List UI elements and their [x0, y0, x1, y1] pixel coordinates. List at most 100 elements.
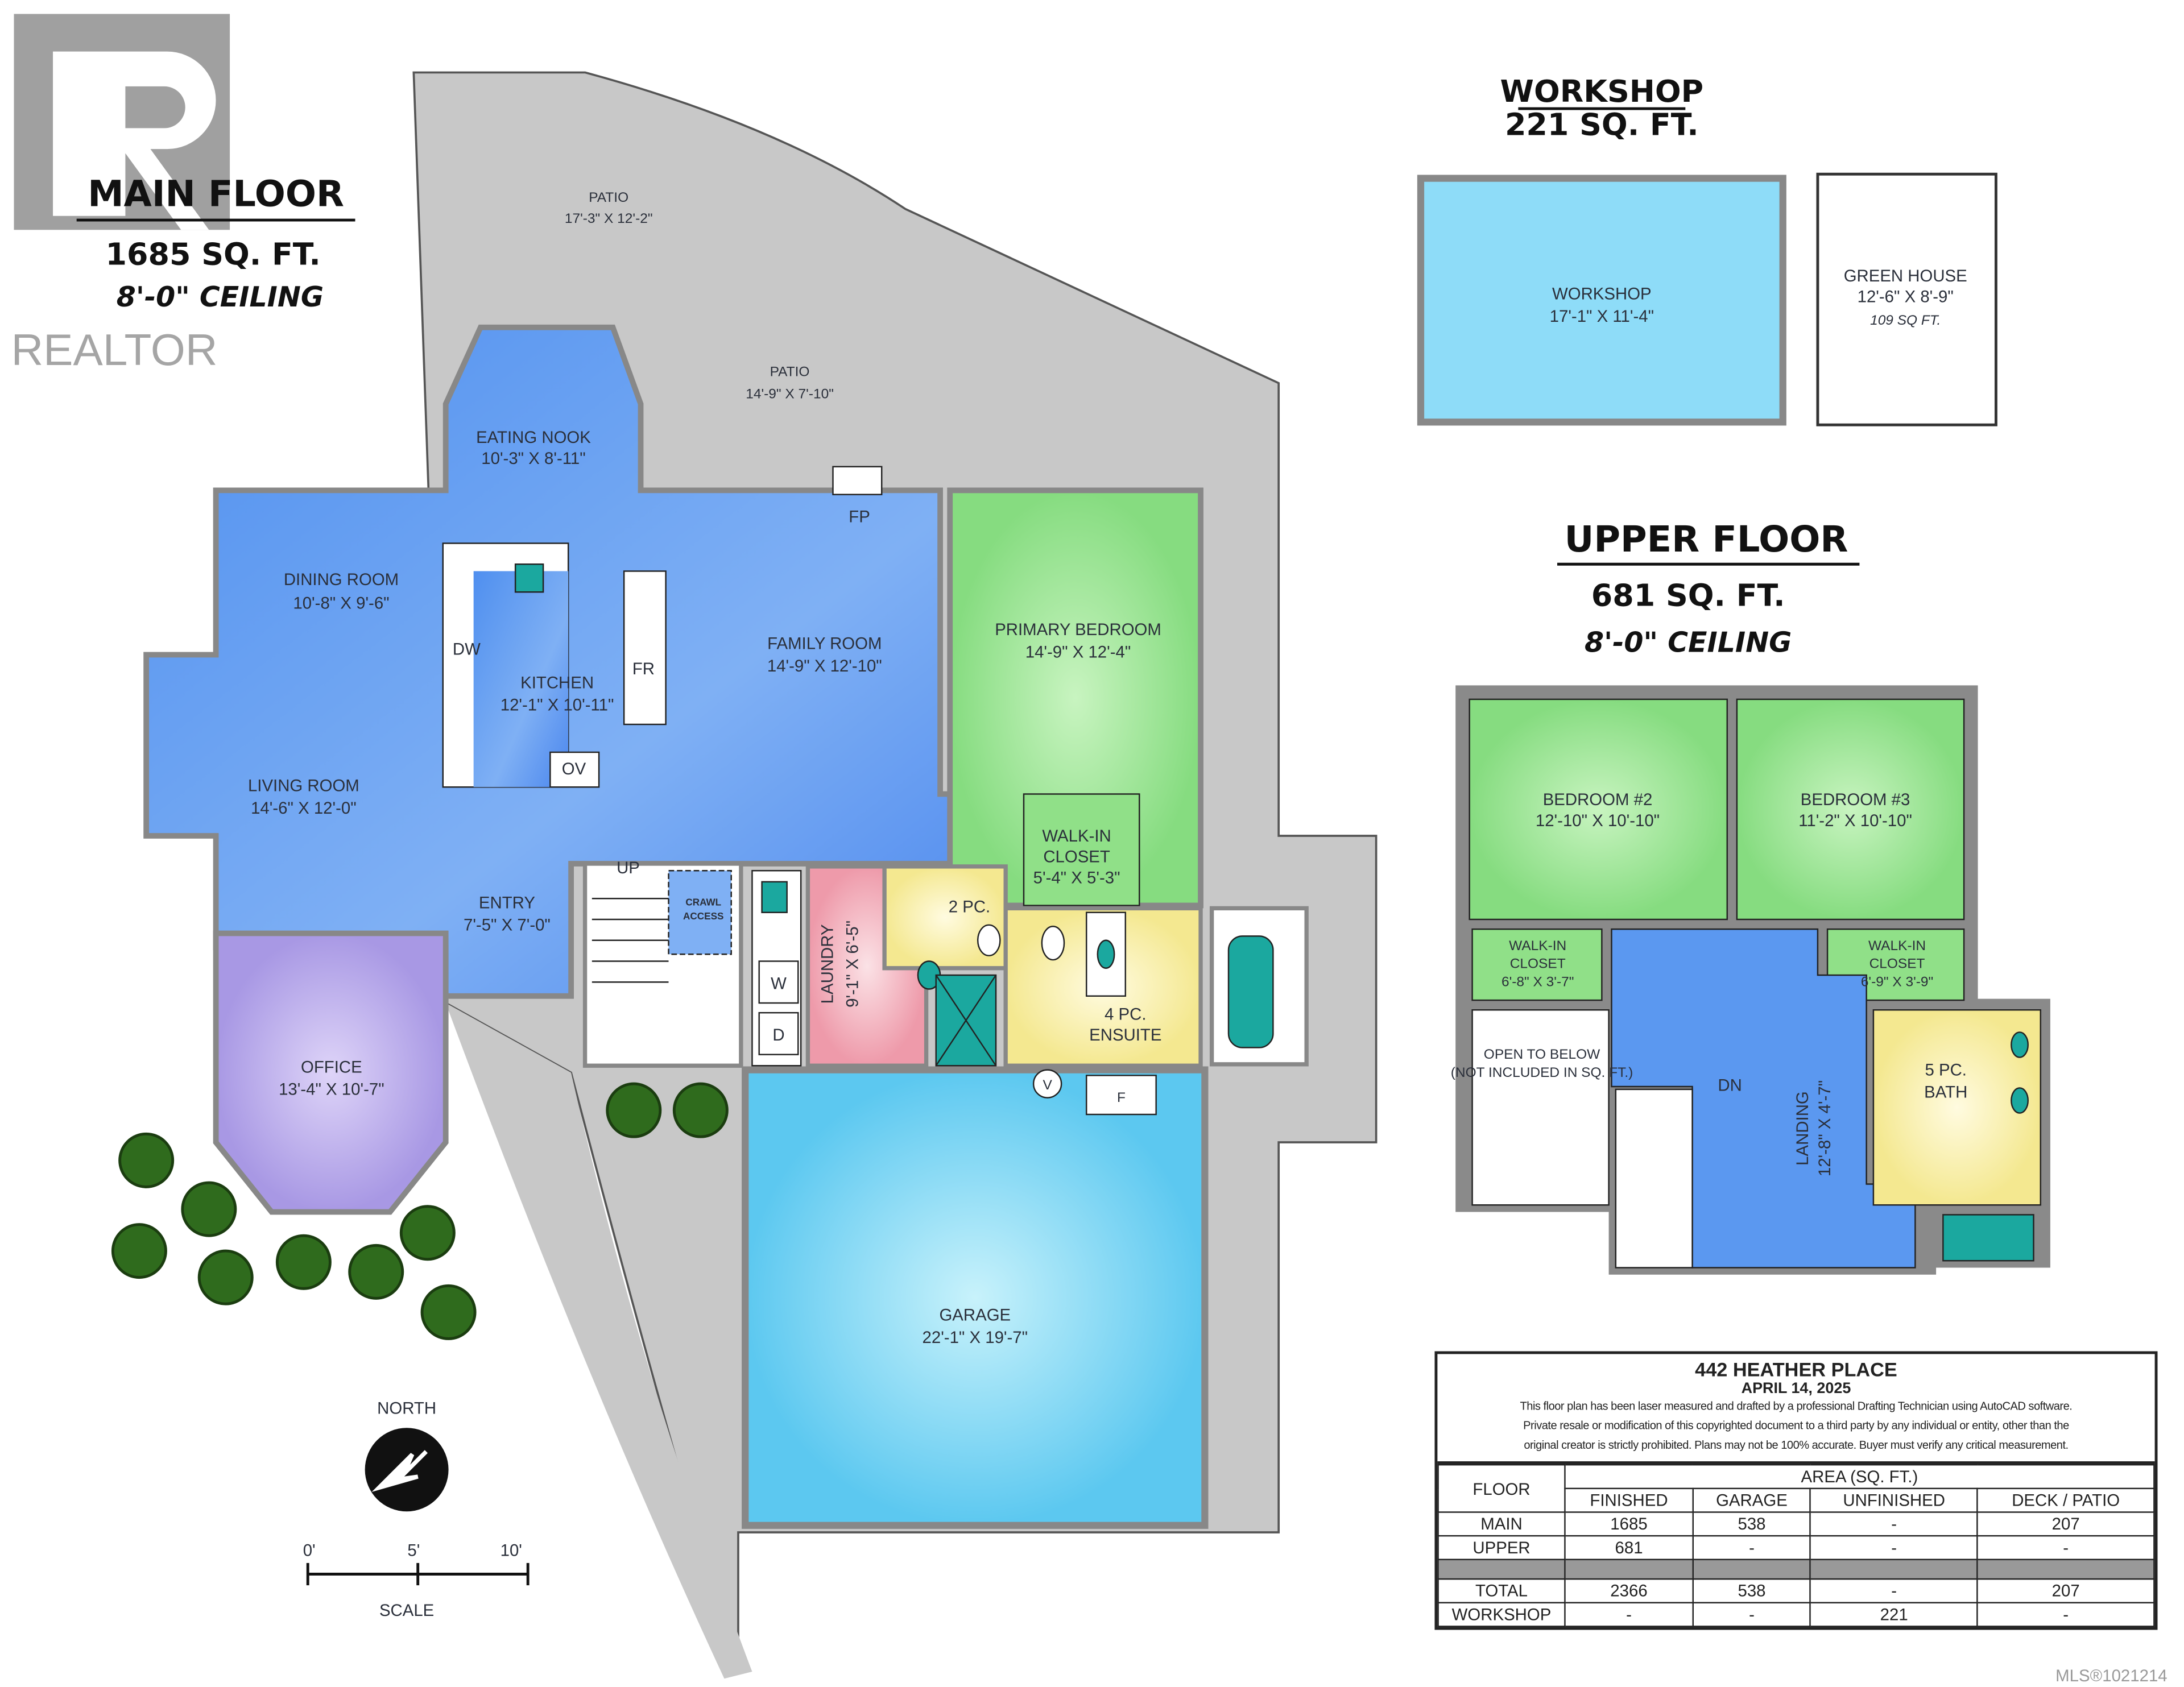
room-name: BEDROOM #2 — [1543, 790, 1653, 809]
fridge-label: FR — [632, 660, 655, 678]
row-label: TOTAL — [1437, 1578, 1566, 1603]
room-dims: 14'-9" X 7'-10" — [746, 387, 834, 402]
room-dims: 17'-3" X 12'-2" — [565, 211, 653, 226]
room-name: CLOSET — [1869, 956, 1925, 972]
room-dims: 9'-1" X 6'-5" — [843, 921, 862, 1008]
cell: 538 — [1692, 1578, 1811, 1603]
room-name: 2 PC. — [949, 898, 990, 917]
plan-date: APRIL 14, 2025 — [1741, 1380, 1851, 1398]
garage-room — [742, 1066, 1209, 1529]
workshop-title: WORKSHOP — [1500, 73, 1704, 109]
column-header: FINISHED — [1564, 1487, 1694, 1513]
main-floor-title: MAIN FLOOR — [88, 173, 344, 215]
cell: - — [1810, 1511, 1979, 1537]
room-dims: 10'-3" X 8'-11" — [481, 449, 585, 468]
room-dims: 11'-2" X 10'-10" — [1798, 811, 1912, 830]
upper-floor-title: UPPER FLOOR — [1565, 519, 1848, 561]
room-dims: 12'-8" X 4'-7" — [1815, 1080, 1834, 1176]
room-dims: 14'-9" X 12'-10" — [767, 657, 882, 675]
room-name: LAUNDRY — [818, 924, 837, 1004]
room-name: LANDING — [1793, 1091, 1812, 1166]
workshop-room — [1417, 175, 1786, 426]
kitchen-island — [623, 570, 667, 726]
dishwasher-label: DW — [453, 640, 481, 658]
cell: 538 — [1692, 1511, 1811, 1537]
walk-in-closet-b — [1826, 928, 1965, 1001]
stairs-down-label: DN — [1718, 1076, 1742, 1095]
room-name: WALK-IN — [1042, 827, 1111, 845]
room-name: 4 PC. — [1105, 1005, 1146, 1023]
room-dims: 7'-5" X 7'-0" — [464, 916, 551, 935]
row-label: UPPER — [1437, 1535, 1566, 1561]
room-dims: 13'-4" X 10'-7" — [279, 1080, 384, 1099]
room-name: WALK-IN — [1509, 938, 1566, 954]
room-name: GREEN HOUSE — [1844, 267, 1967, 285]
stair-treads — [592, 898, 669, 983]
disclaimer-line: Private resale or modification of this c… — [1523, 1419, 2069, 1432]
room-name: 5 PC. — [1925, 1060, 1967, 1079]
crawl-access[interactable] — [668, 870, 732, 955]
room-name: ENTRY — [479, 893, 535, 912]
row-label: MAIN — [1437, 1511, 1566, 1537]
scale-bar: 0' 5' 10' SCALE — [303, 1541, 530, 1620]
tree-icon — [118, 1132, 175, 1188]
room-name: ENSUITE — [1089, 1026, 1161, 1044]
stairs-up-label: UP — [617, 859, 640, 877]
open-to-below — [1471, 1009, 1610, 1206]
cell: - — [1564, 1602, 1694, 1627]
tree-icon — [197, 1249, 254, 1305]
tree-icon — [348, 1244, 404, 1300]
upper-floor-area: 681 SQ. FT. — [1591, 578, 1785, 614]
tree-icon — [606, 1082, 662, 1138]
room-dims: 6'-9" X 3'-9" — [1861, 975, 1933, 990]
trees — [111, 1082, 729, 1340]
crawl-label: CRAWL — [685, 896, 721, 907]
room-name: GARAGE — [939, 1306, 1011, 1325]
oven-label: OV — [562, 760, 586, 778]
sink-icon — [514, 563, 544, 593]
upper-stairs — [1615, 1088, 1693, 1269]
room-dims: 17'-1" X 11'-4" — [1550, 307, 1654, 326]
room-name: CLOSET — [1043, 848, 1110, 867]
tree-icon — [672, 1082, 729, 1138]
scale-tick: 0' — [303, 1541, 316, 1560]
workshop-area: 221 SQ. FT. — [1505, 107, 1699, 143]
north-arrow-icon — [365, 1428, 449, 1512]
cell: 681 — [1564, 1535, 1694, 1561]
freezer-label: F — [1117, 1090, 1126, 1105]
tree-icon — [399, 1205, 456, 1261]
room-name: EATING NOOK — [476, 428, 591, 447]
room-dims: 14'-9" X 12'-4" — [1025, 643, 1131, 661]
crawl-label: ACCESS — [683, 910, 723, 922]
room-dims: 22'-1" X 19'-7" — [923, 1328, 1028, 1347]
cell: - — [1976, 1535, 2155, 1561]
scale-label: SCALE — [379, 1601, 434, 1620]
main-floor-area: 1685 SQ. FT. — [106, 236, 321, 272]
upper-floor-ceiling: 8'-0" CEILING — [1585, 627, 1792, 659]
water-heater — [1032, 1069, 1062, 1099]
tree-icon — [275, 1234, 332, 1290]
table-row: WORKSHOP--221- — [1437, 1602, 2155, 1627]
room-name: KITCHEN — [520, 673, 594, 692]
cell: - — [1976, 1602, 2155, 1627]
room-name: DINING ROOM — [284, 570, 399, 589]
column-header: UNFINISHED — [1810, 1487, 1979, 1513]
bedroom-3-room — [1736, 698, 1965, 921]
fireplace-icon — [832, 466, 883, 495]
room-name: CLOSET — [1510, 956, 1566, 972]
room-dims: 12'-6" X 8'-9" — [1858, 288, 1954, 306]
row-label: WORKSHOP — [1437, 1602, 1566, 1627]
scale-tick: 10' — [500, 1541, 522, 1560]
walk-in-closet-a — [1471, 928, 1603, 1001]
walkway — [445, 1003, 752, 1679]
tree-icon — [181, 1181, 237, 1237]
room-name: PATIO — [589, 190, 628, 205]
room-name: OFFICE — [301, 1058, 362, 1076]
upper-bathtub — [1942, 1214, 2034, 1262]
column-header: GARAGE — [1692, 1487, 1811, 1513]
